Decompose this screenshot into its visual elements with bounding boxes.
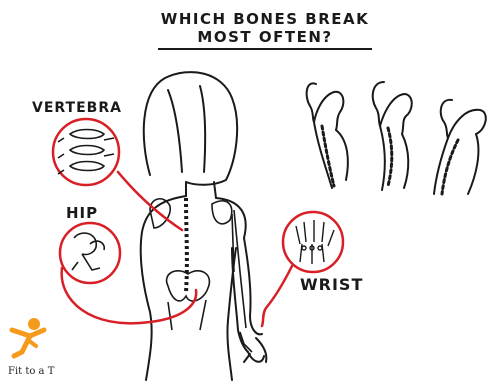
hip-inset	[72, 233, 104, 270]
running-figure-icon	[12, 318, 44, 356]
highlight-circles	[53, 119, 343, 326]
wrist-connector	[262, 266, 292, 326]
wrist-circle	[283, 212, 343, 272]
wrist-label: WRIST	[300, 275, 363, 294]
posture-figure-2	[373, 82, 412, 190]
vertebra-inset	[58, 130, 114, 175]
posture-figure-1	[307, 83, 348, 188]
posture-figure-3	[434, 100, 486, 194]
spine	[186, 198, 187, 292]
posture-figures	[307, 82, 486, 194]
hip-connector	[62, 268, 197, 323]
pelvis	[167, 271, 210, 301]
wrist-inset	[296, 220, 334, 264]
skeleton	[150, 198, 252, 352]
hip-label: HIP	[66, 204, 98, 222]
logo-text: Fit to a T	[8, 366, 54, 377]
vertebra-connector	[118, 172, 182, 230]
vertebra-label: VERTEBRA	[32, 100, 122, 116]
